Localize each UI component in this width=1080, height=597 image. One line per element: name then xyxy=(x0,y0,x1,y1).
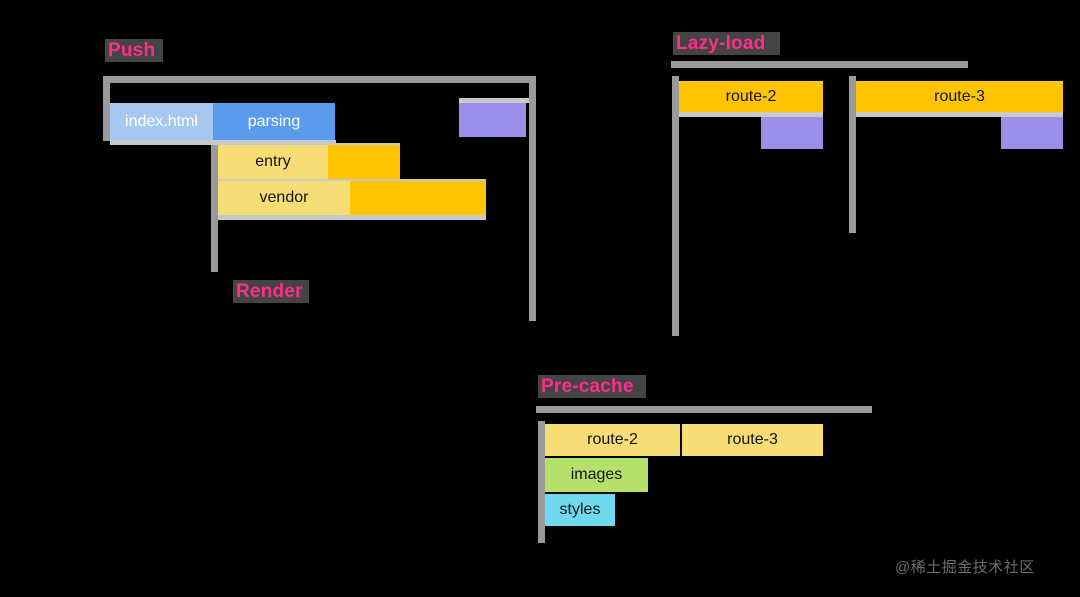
bar-entry-load[interactable]: entry xyxy=(218,145,328,179)
lazy-load-top-rail xyxy=(671,61,968,68)
bar-precache-route-2[interactable]: route-2 xyxy=(545,424,680,456)
bar-precache-route-3[interactable]: route-3 xyxy=(682,424,823,456)
bar-precache-images[interactable]: images xyxy=(545,458,648,492)
push-left-rail xyxy=(103,83,110,141)
pre-cache-heading: Pre-cache xyxy=(538,375,646,398)
bar-precache-styles[interactable]: styles xyxy=(545,494,615,526)
bar-index-html-label: index.html xyxy=(125,112,198,130)
bar-vendor-label: vendor xyxy=(259,189,309,206)
lazy-route3-underline xyxy=(856,112,1063,117)
bar-push-paint[interactable] xyxy=(459,103,526,137)
bar-lazy-route-3-paint[interactable] xyxy=(1001,117,1063,149)
pre-cache-top-rail xyxy=(536,406,872,413)
bar-precache-images-label: images xyxy=(570,466,623,483)
bar-lazy-route-3[interactable]: route-3 xyxy=(856,81,1063,112)
lazy-load-heading: Lazy-load xyxy=(673,32,780,55)
bar-index-html[interactable]: index.html xyxy=(110,103,213,140)
bar-precache-route-3-label: route-3 xyxy=(727,431,778,448)
bar-lazy-route-2[interactable]: route-2 xyxy=(679,81,823,112)
lazy-route2-underline xyxy=(679,112,823,117)
pre-cache-left-rail xyxy=(538,421,545,543)
push-parsing-underline xyxy=(110,140,336,145)
bar-precache-styles-label: styles xyxy=(559,501,601,518)
bar-parsing-label: parsing xyxy=(247,112,301,130)
bar-parsing[interactable]: parsing xyxy=(213,103,335,140)
render-heading: Render xyxy=(233,280,309,303)
watermark: @稀土掘金技术社区 xyxy=(895,559,1035,576)
bar-entry-label: entry xyxy=(255,153,291,170)
lazy-load-route3-rail xyxy=(849,76,856,233)
push-right-rail xyxy=(529,83,536,321)
bar-lazy-route-2-label: route-2 xyxy=(725,87,777,105)
push-paint-top-rail xyxy=(459,98,529,103)
bar-precache-route-2-label: route-2 xyxy=(587,431,638,448)
bar-vendor-load[interactable]: vendor xyxy=(218,181,350,215)
push-top-rail xyxy=(103,76,536,83)
bar-entry-exec[interactable] xyxy=(328,145,400,179)
push-vendor-underline xyxy=(218,215,486,220)
lazy-load-route2-rail xyxy=(672,76,679,336)
bar-lazy-route-2-paint[interactable] xyxy=(761,117,823,149)
push-render-rail xyxy=(211,143,218,272)
bar-lazy-route-3-label: route-3 xyxy=(934,87,985,105)
bar-vendor-exec[interactable] xyxy=(350,181,486,215)
push-heading: Push xyxy=(105,39,163,62)
